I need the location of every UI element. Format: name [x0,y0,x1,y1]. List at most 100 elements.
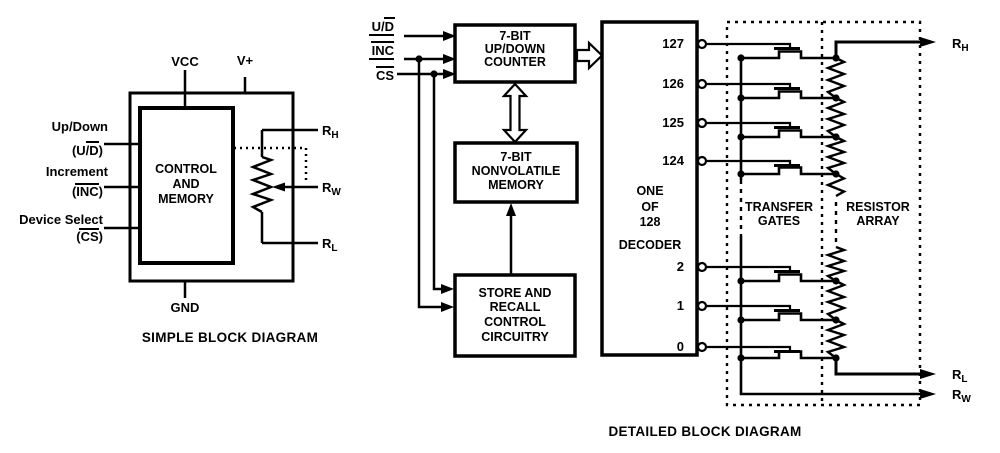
decoder-output-125: 125 [662,115,684,130]
updown-counter-box [453,23,577,84]
gate-lead [707,345,792,351]
vcc-label: VCC [171,54,199,69]
resistor-segment [824,96,848,138]
rl-arrowhead-icon [920,369,936,379]
decoder-output-1: 1 [677,298,684,313]
deviceselect-abbr-label: (CS) [76,229,103,244]
decoder-output-127: 127 [662,36,684,51]
cs-store-wire [432,74,441,291]
gate-lead [707,42,792,48]
inc-arrowhead-icon [443,54,456,64]
rh-tap-wire [834,40,922,58]
inc-store-wire [417,59,441,309]
decoder-bubble-icon [696,78,708,90]
transfer-gate-row-124 [696,155,840,178]
cs-signal-label: CS [376,68,394,83]
simple-rl-terminal-label: RL [322,236,338,254]
increment-abbr-label: (INC) [72,184,103,199]
control-and-memory-box [138,106,235,265]
decoder-box [600,20,699,357]
decoder-bubble-icon [696,38,708,50]
counter-to-decoder-bus-arrow-icon [575,40,604,71]
gate-channel [741,90,836,100]
decoder-line2: OF [641,200,659,214]
decoder-line3: 128 [640,215,661,229]
simple-block-diagram: CONTROL AND MEMORY VCC V+ GND Up/Down (U… [19,53,341,345]
gate-channel [741,129,836,139]
decoder-output-2: 2 [677,259,684,274]
gate-channel [741,50,836,60]
gate-channel [741,273,836,283]
memory-line3: MEMORY [488,178,544,192]
nonvolatile-memory-box [453,141,579,204]
ud-arrowhead-icon [443,31,456,41]
simple-rw-terminal-label: RW [322,180,341,198]
decoder-output-124: 124 [662,153,684,168]
decoder-bubble-icon [696,300,708,312]
store-to-memory-arrowhead-icon [506,203,516,216]
transfer-gates-label-line2: GATES [758,214,800,228]
transfer-gate-row-2 [696,261,840,285]
resistor-zigzag [249,155,275,214]
counter-line1: 7-BIT [499,29,531,43]
resistor-segment [824,56,848,99]
memory-line1: 7-BIT [500,150,532,164]
store-recall-box [453,273,577,358]
gate-channel [741,312,836,322]
transfer-gate-row-126 [696,78,840,102]
memory-line2: NONVOLATILE [472,164,561,178]
transfer-gate-row-0 [696,341,840,362]
detailed-diagram-caption: DETAILED BLOCK DIAGRAM [608,424,801,439]
store-line1: STORE AND [479,286,552,300]
gate-channel [741,166,836,176]
counter-memory-bidirectional-arrow-icon [501,82,529,144]
gate-channel [741,350,836,360]
gate-lead [707,121,792,127]
decoder-line4: DECODER [619,238,682,252]
rw-arrowhead-icon [920,389,936,399]
gate-lead [707,304,792,310]
ud-signal-label: U/D [372,19,394,34]
transfer-gate-row-125 [696,117,840,141]
control-box-line1: CONTROL [155,162,217,176]
cs-arrowhead-icon [443,69,456,79]
inc-signal-label: INC [372,43,395,58]
store-line2: RECALL [490,300,541,314]
detailed-rw-terminal-label: RW [952,387,971,405]
gate-lead [707,82,792,88]
transfer-gates-label-line1: TRANSFER [745,200,813,214]
detailed-rl-terminal-label: RL [952,367,968,385]
detailed-inputs: U/D INC CS [369,17,395,83]
cs-store-arrowhead-icon [441,284,454,294]
detailed-block-diagram: U/D INC CS 7-BIT UP/DOWN COUNTER [369,17,971,439]
simple-diagram-caption: SIMPLE BLOCK DIAGRAM [142,330,318,345]
resistor-segment [824,279,848,321]
simple-input-increment: Increment (INC) [46,164,140,199]
increment-name-label: Increment [46,164,109,179]
detailed-rh-terminal-label: RH [952,36,969,54]
control-box-line2: AND [172,177,199,191]
transfer-gate-row-127 [696,38,840,62]
resistor-segment [824,135,848,175]
decoder-output-126: 126 [662,76,684,91]
simple-input-deviceselect: Device Select (CS) [19,212,140,244]
updown-name-label: Up/Down [52,119,108,134]
transfer-array-dotted-box [725,20,922,407]
counter-line2: UP/DOWN [485,42,545,56]
decoder-bubble-icon [696,155,708,167]
potentiometer-symbol [234,128,318,245]
store-line3: CONTROL [484,315,546,329]
counter-line3: COUNTER [484,55,546,69]
wiper-bus-bottom [739,236,922,396]
transfer-gate-row-1 [696,300,840,324]
gate-lead [707,159,792,165]
resistor-array-label-line1: RESISTOR [846,200,910,214]
vplus-label: V+ [237,53,254,68]
simple-rh-terminal-label: RH [322,123,339,141]
decoder-bubble-icon [696,341,708,353]
inc-store-arrowhead-icon [441,302,454,312]
decoder-line1: ONE [636,184,663,198]
resistor-array-label-line2: ARRAY [856,214,900,228]
updown-abbr-label: (U/D) [72,143,103,158]
